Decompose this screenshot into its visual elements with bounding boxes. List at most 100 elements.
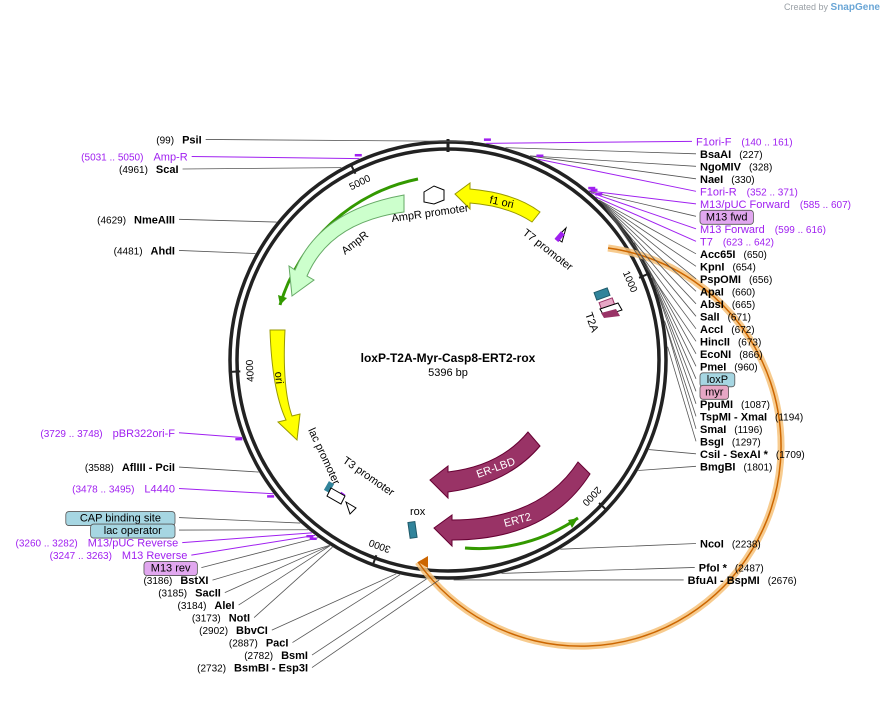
boxed-label-cap-binding-site[interactable]: CAP binding site xyxy=(65,511,176,526)
leader-line-site-26 xyxy=(271,573,397,631)
leader-line-site-0 xyxy=(205,139,474,142)
site-position: (1194) xyxy=(775,412,803,423)
primer-m13-puc-forward[interactable]: M13/pUC Forward(585 .. 607) xyxy=(700,199,851,211)
primer-range: (3729 .. 3748) xyxy=(40,429,102,440)
site-name: BfuAI - BspMI xyxy=(688,575,760,587)
site-name: AhdI xyxy=(151,245,175,257)
site-naei[interactable]: NaeI(330) xyxy=(700,174,755,186)
site-pspomi[interactable]: PspOMI(656) xyxy=(700,274,772,286)
primer-t7[interactable]: T7(623 .. 642) xyxy=(700,236,774,248)
leader-line-site-14 xyxy=(657,293,697,404)
site-name: PspOMI xyxy=(700,274,741,286)
tick-mark-1000 xyxy=(638,272,649,279)
site-smai[interactable]: SmaI(1196) xyxy=(700,424,762,436)
site-bsgi[interactable]: BsgI(1297) xyxy=(700,436,761,448)
site-name: KpnI xyxy=(700,261,724,273)
feature-lac-promoter-label: lac promoter xyxy=(305,426,342,487)
site-pmei[interactable]: PmeI(960) xyxy=(700,361,758,373)
site-nmeaiii[interactable]: NmeAIII(4629) xyxy=(97,214,175,226)
plasmid-name: loxP-T2A-Myr-Casp8-ERT2-rox xyxy=(361,351,536,365)
site-ppumi[interactable]: PpuMI(1087) xyxy=(700,399,770,411)
boxed-label-text: myr xyxy=(705,386,724,398)
leader-line-site-16 xyxy=(664,320,697,429)
site-csii-sexai[interactable]: CsiI - SexAI *(1709) xyxy=(700,449,805,461)
site-bbvci[interactable]: BbvCI(2902) xyxy=(199,625,268,637)
primer-m13-forward[interactable]: M13 Forward(599 .. 616) xyxy=(700,224,826,236)
site-kpni[interactable]: KpnI(654) xyxy=(700,261,756,273)
site-position: (672) xyxy=(731,325,754,336)
primer-m13-reverse[interactable]: M13 Reverse(3247 .. 3263) xyxy=(50,550,188,562)
leader-line-primer-7 xyxy=(182,532,312,544)
site-paci[interactable]: PacI(2887) xyxy=(229,638,289,650)
site-alei[interactable]: AleI(3184) xyxy=(178,600,235,612)
primer-f1ori-f[interactable]: F1ori-F(140 .. 161) xyxy=(696,136,793,148)
leader-line-site-15 xyxy=(664,320,697,417)
leader-line-site-25 xyxy=(292,574,401,643)
site-absi[interactable]: AbsI(665) xyxy=(700,299,755,311)
feature-t3-promoter xyxy=(345,500,357,515)
site-name: NcoI xyxy=(700,538,724,550)
leader-line-site-28 xyxy=(238,545,331,606)
site-hincii[interactable]: HincII(673) xyxy=(700,336,761,348)
leader-line-site-5 xyxy=(599,200,697,267)
boxed-label-loxp[interactable]: loxP xyxy=(699,372,736,388)
primer-m13-puc-reverse[interactable]: M13/pUC Reverse(3260 .. 3282) xyxy=(15,538,178,550)
site-position: (3173) xyxy=(192,614,221,625)
boxed-label-text: loxP xyxy=(707,374,728,386)
leader-line-site-24 xyxy=(311,578,427,656)
boxed-label-bg xyxy=(699,384,730,400)
feature-ampr-label: AmpR xyxy=(339,229,371,257)
site-acci[interactable]: AccI(672) xyxy=(700,324,755,336)
boxed-label-m13-rev[interactable]: M13 rev xyxy=(143,561,198,576)
site-acc65i[interactable]: Acc65I(650) xyxy=(700,249,767,261)
feature-casp8-block xyxy=(601,309,620,318)
primer-f1ori-r[interactable]: F1ori-R(352 .. 371) xyxy=(700,186,798,198)
leader-line-primer-3 xyxy=(590,192,697,230)
primer-l4440[interactable]: L4440(3478 .. 3495) xyxy=(72,483,175,495)
site-ahdi[interactable]: AhdI(4481) xyxy=(114,245,175,257)
boxed-label-lac-operator[interactable]: lac operator xyxy=(90,523,176,539)
site-psii[interactable]: PsiI(99) xyxy=(156,134,201,146)
site-bsaai[interactable]: BsaAI(227) xyxy=(700,149,763,161)
primer-name: F1ori-F xyxy=(696,136,732,148)
site-bfuai-bspmi[interactable]: BfuAI - BspMI(2676) xyxy=(688,575,797,587)
site-name: PmeI xyxy=(700,361,726,373)
leader-line-site-27 xyxy=(253,546,333,618)
site-apai[interactable]: ApaI(660) xyxy=(700,286,755,298)
site-sacii[interactable]: SacII(3185) xyxy=(158,588,221,600)
site-noti[interactable]: NotI (3173) xyxy=(192,613,250,625)
primer-amp-r[interactable]: Amp-R(5031 .. 5050) xyxy=(81,151,188,163)
site-ngomiv[interactable]: NgoMIV(328) xyxy=(700,161,772,173)
site-scai[interactable]: ScaI(4961) xyxy=(119,164,179,176)
primer-pbr322ori-f[interactable]: pBR322ori-F(3729 .. 3748) xyxy=(40,428,175,440)
site-ncoi[interactable]: NcoI(2238) xyxy=(700,538,761,550)
site-position: (2902) xyxy=(199,626,228,637)
primer-name: F1ori-R xyxy=(700,186,737,198)
boxed-label-myr[interactable]: myr xyxy=(699,384,730,400)
boxed-label-m13-fwd[interactable]: M13 fwd xyxy=(699,209,754,225)
site-position: (2732) xyxy=(197,664,226,675)
site-afliii-pcii[interactable]: AflIII - PciI(3588) xyxy=(85,462,175,474)
tick-label-1000: 1000 xyxy=(620,270,639,295)
site-bsmi[interactable]: BsmI(2782) xyxy=(244,650,308,662)
site-name: NotI xyxy=(229,613,250,625)
leader-line-site-12 xyxy=(633,242,697,355)
leader-line-primer-5 xyxy=(178,432,243,438)
site-position: (2887) xyxy=(229,639,258,650)
site-sali[interactable]: SalI(671) xyxy=(700,311,751,323)
site-econi[interactable]: EcoNI(866) xyxy=(700,349,763,361)
site-bstxi[interactable]: BstXI(3186) xyxy=(143,575,208,587)
site-name: NaeI xyxy=(700,174,723,186)
boxed-label-bg xyxy=(699,209,754,225)
site-bmgbi[interactable]: BmgBI(1801) xyxy=(700,461,772,473)
site-position: (4961) xyxy=(119,165,148,176)
site-name: PpuMI xyxy=(700,399,733,411)
site-bsmbi-esp3i[interactable]: BsmBI - Esp3I(2732) xyxy=(197,663,308,675)
primer-mark-0 xyxy=(483,138,491,141)
site-name: SacII xyxy=(195,588,221,600)
leader-line-box-0 xyxy=(589,191,697,217)
leader-line-primer-9 xyxy=(191,155,360,160)
tick-label-4000: 4000 xyxy=(245,359,257,382)
site-tspmi-xmai[interactable]: TspMI - XmaI(1194) xyxy=(700,411,803,423)
site-pfoi[interactable]: PfoI *(2487) xyxy=(699,562,764,574)
